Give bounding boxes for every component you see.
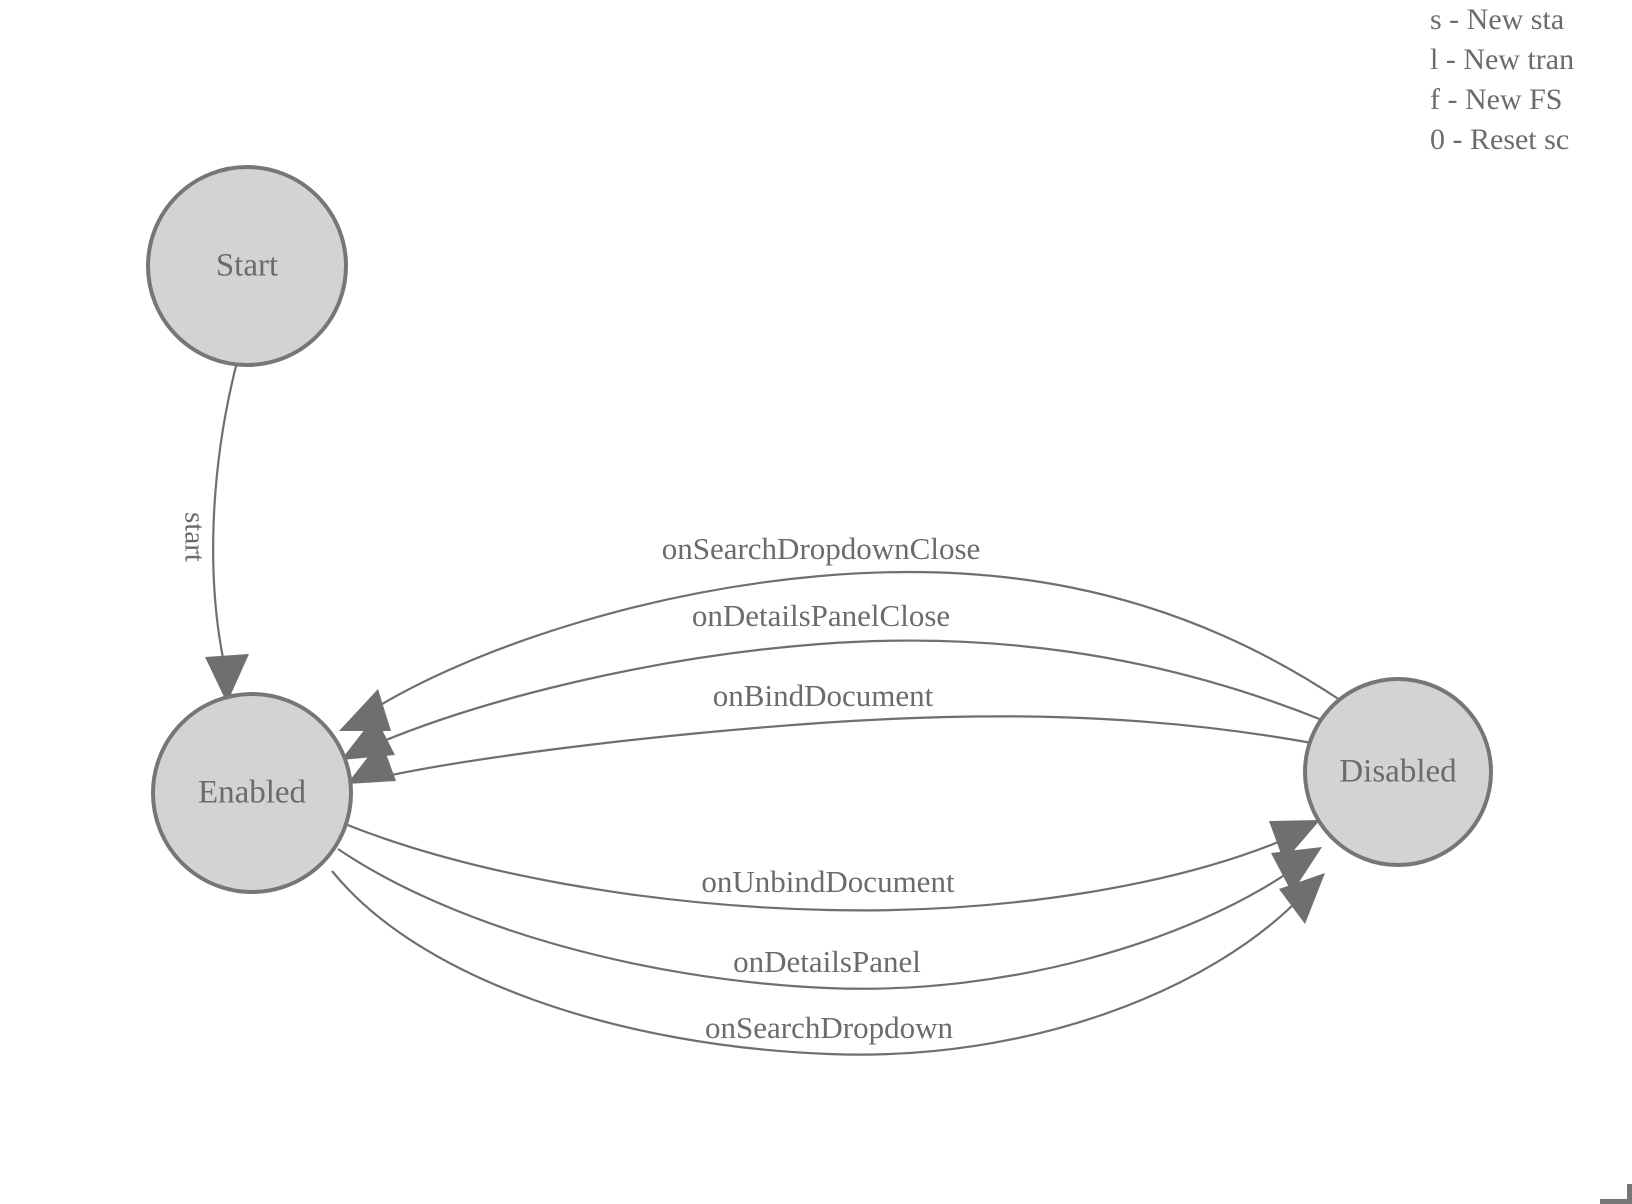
state-label-start: Start [216, 248, 278, 284]
transition-label-onBindDocument: onBindDocument [713, 678, 934, 713]
transition-label-onDetailsPanelClose: onDetailsPanelClose [692, 598, 950, 633]
transition-label-onDetailsPanel: onDetailsPanel [733, 944, 921, 979]
state-label-disabled: Disabled [1339, 754, 1457, 790]
legend-line-new-fsm: f - New FS [1430, 83, 1563, 116]
state-node-disabled[interactable]: Disabled [1303, 677, 1493, 867]
transition-label-onSearchDropdown: onSearchDropdown [705, 1010, 953, 1045]
legend-line-new-transition: l - New tran [1430, 43, 1575, 76]
transition-start-path [212, 365, 238, 669]
transition-onSearchDropdown-path [331, 870, 1301, 1056]
transition-onSearchDropdownClose[interactable] [339, 570, 1341, 731]
keyboard-shortcut-legend: s - New sta l - New tran f - New FS 0 - … [1430, 0, 1632, 160]
transition-onBindDocument-arrowhead [347, 740, 396, 784]
state-circle-enabled[interactable] [151, 692, 353, 894]
transition-onDetailsPanelClose-path [373, 639, 1328, 747]
transition-onUnbindDocument[interactable] [344, 820, 1320, 912]
state-circle-start[interactable] [146, 165, 348, 367]
transition-start[interactable] [205, 365, 249, 703]
transition-onSearchDropdown-arrowhead [1279, 873, 1325, 924]
transition-onUnbindDocument-arrowhead [1269, 820, 1320, 862]
transition-onUnbindDocument-path [344, 822, 1289, 912]
transition-onDetailsPanel-path [337, 848, 1293, 990]
transition-onBindDocument-path [381, 715, 1313, 779]
state-label-enabled: Enabled [198, 775, 307, 811]
legend-line-new-state: s - New sta [1430, 3, 1565, 36]
transition-onDetailsPanel-arrowhead [1271, 847, 1322, 893]
transition-label-onUnbindDocument: onUnbindDocument [701, 864, 955, 899]
transition-start-arrowhead [205, 654, 249, 703]
transition-onDetailsPanel[interactable] [337, 847, 1322, 990]
transition-onBindDocument[interactable] [347, 715, 1313, 784]
state-circle-disabled[interactable] [1303, 677, 1493, 867]
legend-line-reset: 0 - Reset sc [1430, 123, 1570, 156]
transition-onSearchDropdownClose-path [371, 570, 1341, 711]
resize-handle[interactable] [1600, 1184, 1632, 1204]
state-node-enabled[interactable]: Enabled [151, 692, 353, 894]
transition-onSearchDropdown[interactable] [331, 870, 1325, 1056]
transition-label-start: start [178, 512, 210, 562]
transition-onSearchDropdownClose-arrowhead [339, 689, 391, 731]
transition-label-onSearchDropdownClose: onSearchDropdownClose [662, 531, 981, 566]
state-node-start[interactable]: Start [146, 165, 348, 367]
